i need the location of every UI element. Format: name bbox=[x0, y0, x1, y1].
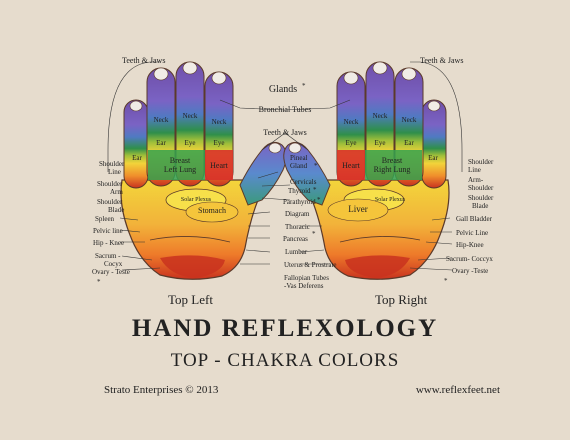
nail bbox=[182, 61, 198, 75]
label-pancreas-mark: * bbox=[312, 230, 316, 238]
label-pelvic-line-right: Pelvic Line bbox=[456, 229, 488, 237]
label-cervicals: Cervicals bbox=[290, 178, 317, 186]
label-ear-right-1: Ear bbox=[428, 154, 438, 162]
label-liver: Liver bbox=[348, 204, 368, 214]
label-neck-left-2: Neck bbox=[183, 112, 198, 120]
right-lower-zone bbox=[339, 236, 421, 243]
nail bbox=[268, 142, 282, 154]
label-pelvic-line-left: Pelvic line bbox=[93, 227, 123, 235]
left-pinky bbox=[123, 99, 149, 189]
nail bbox=[288, 142, 302, 154]
left-red-zone bbox=[160, 255, 225, 278]
label-glands-mark: * bbox=[302, 82, 306, 90]
right-thumb bbox=[283, 141, 331, 206]
right-red-zone bbox=[345, 255, 410, 278]
label-ovary-mark-right: * bbox=[444, 277, 448, 285]
footer-copyright: Strato Enterprises © 2013 bbox=[104, 384, 219, 396]
label-heart-left: Heart bbox=[210, 161, 229, 170]
nail bbox=[372, 61, 388, 75]
page-title: HAND REFLEXOLOGY bbox=[131, 315, 439, 342]
right-hand bbox=[283, 61, 450, 280]
right-breast-lung-zone bbox=[365, 150, 422, 180]
label-stomach: Stomach bbox=[198, 206, 226, 215]
footer-website-link[interactable]: www.reflexfeet.net bbox=[415, 384, 500, 396]
label-thyroid: Thyroid bbox=[288, 187, 311, 195]
label-bronchial-tubes: Bronchial Tubes bbox=[259, 105, 312, 114]
label-parathyroid: Parathyroid bbox=[283, 198, 316, 206]
label-thoracic: Thoracic bbox=[285, 223, 310, 231]
nail bbox=[427, 100, 441, 112]
right-liver-zone bbox=[327, 198, 389, 222]
label-pancreas: Pancreas bbox=[283, 235, 308, 243]
right-heart-zone bbox=[337, 150, 365, 180]
label-gall-bladder: Gall Bladder bbox=[456, 215, 493, 223]
caption-top-left: Top Left bbox=[168, 292, 213, 307]
label-fallopian-tubes: Fallopian Tubes bbox=[284, 274, 329, 282]
label-ear-right-2: Ear bbox=[404, 139, 414, 147]
label-ear-left-1: Ear bbox=[132, 154, 142, 162]
left-heart-zone bbox=[205, 150, 233, 180]
label-solar-plexus-right: Solar Plexus bbox=[375, 197, 406, 203]
label-eye-left-1: Eye bbox=[185, 139, 196, 147]
label-sacrum-coccyx-right: Sacrum- Coccyx bbox=[446, 255, 493, 263]
label-thyroid-mark: * bbox=[313, 186, 317, 194]
leader-lines bbox=[107, 61, 463, 271]
label-spleen: Spleen bbox=[95, 215, 115, 223]
label-neck-right-1: Neck bbox=[373, 112, 388, 120]
label-lumbar: Lumbar bbox=[285, 248, 308, 256]
nail bbox=[343, 71, 359, 85]
nail bbox=[401, 67, 417, 81]
label-sacrum-cocyx-left: Sacrum -Cocyx bbox=[95, 252, 123, 268]
label-teeth-jaws-center: Teeth & Jaws bbox=[263, 128, 306, 137]
label-parathyroid-mark: * bbox=[317, 196, 321, 204]
label-glands: Glands bbox=[269, 84, 297, 95]
label-ear-left-2: Ear bbox=[156, 139, 166, 147]
label-solar-plexus-left: Solar Plexus bbox=[181, 197, 212, 203]
label-vas-deferens: -Vas Deferens bbox=[284, 282, 324, 290]
label-ovary-teste-left: Ovary - Teste bbox=[92, 268, 130, 276]
label-ovary-mark-left: * bbox=[97, 278, 101, 286]
nail bbox=[129, 100, 143, 112]
left-breast-lung-zone bbox=[148, 150, 205, 180]
label-diagram: Diagram bbox=[285, 210, 310, 218]
caption-top-right: Top Right bbox=[375, 292, 428, 307]
label-teeth-jaws-right: Teeth & Jaws bbox=[420, 56, 463, 65]
label-hip-knee-right: Hip-Knee bbox=[456, 241, 484, 249]
nail bbox=[211, 71, 227, 85]
label-eye-right-2: Eye bbox=[346, 139, 357, 147]
label-uterus-prostrate: Uterus & Prostrate bbox=[284, 261, 337, 269]
label-ovary-teste-right: Ovary -Teste bbox=[452, 267, 488, 275]
label-heart-right: Heart bbox=[342, 161, 361, 170]
left-stomach-zone bbox=[185, 201, 239, 223]
label-neck-right-3: Neck bbox=[344, 118, 359, 126]
left-hand bbox=[120, 61, 287, 280]
label-arm-shoulder-right: Arm-Shoulder bbox=[468, 176, 494, 192]
left-thumb bbox=[239, 141, 287, 206]
right-pinky bbox=[421, 99, 447, 189]
label-hip-knee-left: Hip - Knee bbox=[93, 239, 124, 247]
label-neck-left-3: Neck bbox=[212, 118, 227, 126]
left-lower-zone bbox=[149, 236, 231, 243]
label-eye-left-2: Eye bbox=[214, 139, 225, 147]
label-neck-right-2: Neck bbox=[402, 116, 417, 124]
nail bbox=[153, 67, 169, 81]
label-teeth-jaws-left: Teeth & Jaws bbox=[122, 56, 165, 65]
label-neck-left-1: Neck bbox=[154, 116, 169, 124]
label-pineal-mark: * bbox=[314, 162, 318, 170]
label-eye-right-1: Eye bbox=[375, 139, 386, 147]
page-subtitle: TOP - CHAKRA COLORS bbox=[170, 350, 400, 371]
